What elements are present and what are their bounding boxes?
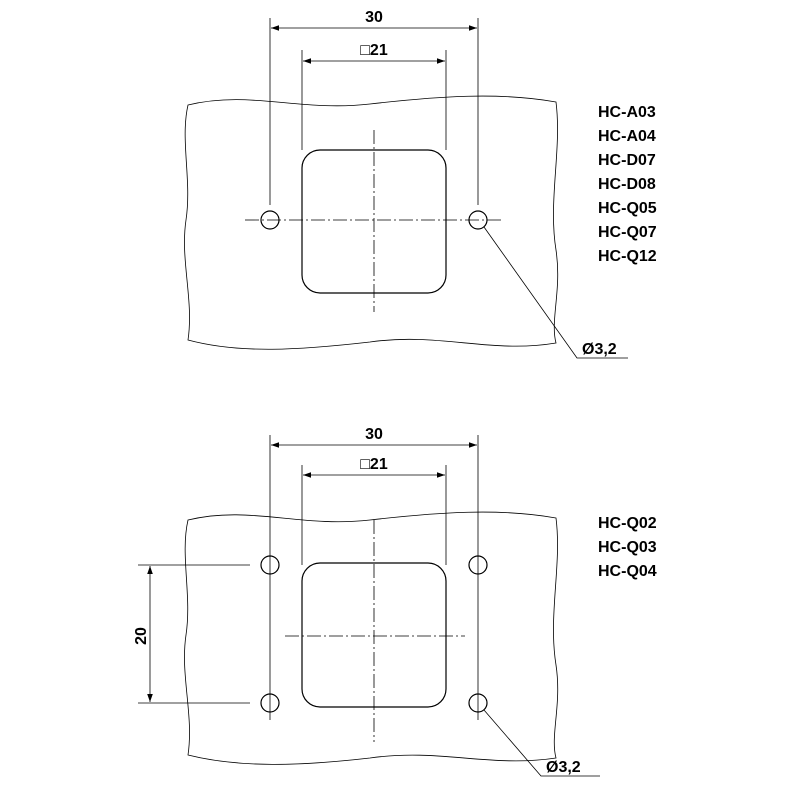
dim-square-label: □21 [360,42,388,59]
panel-outline [184,511,559,765]
model-label: HC-Q05 [598,200,657,217]
dim-square-label: □21 [360,456,388,473]
model-label: HC-Q03 [598,539,657,556]
dim-width-label: 30 [365,9,383,26]
model-label: HC-A03 [598,104,656,121]
model-label: HC-Q07 [598,224,657,241]
dim-height-label: 20 [133,627,150,645]
hole-leader [483,226,628,359]
model-list: HC-Q02 HC-Q03 HC-Q04 [598,515,657,580]
mounting-hole [468,555,488,575]
mounting-hole [468,210,488,230]
hole-leader [483,709,600,777]
mounting-hole [260,555,280,575]
dim-width-label: 30 [365,426,383,443]
model-label: HC-D08 [598,176,656,193]
model-label: HC-Q12 [598,248,657,265]
hole-diameter-label: Ø3,2 [546,759,581,776]
model-list: HC-A03 HC-A04 HC-D07 HC-D08 HC-Q05 HC-Q0… [598,104,657,265]
model-label: HC-A04 [598,128,656,145]
mounting-hole [468,693,488,713]
panel-outline [184,95,559,350]
hole-diameter-label: Ø3,2 [582,341,617,358]
mounting-hole [260,693,280,713]
top-drawing: 30 □21 Ø3,2 HC-A03 HC-A04 HC-D07 HC-D08 … [184,9,657,359]
bottom-drawing: 30 □21 20 Ø3,2 HC-Q02 HC-Q03 HC-Q04 [133,426,657,777]
model-label: HC-Q02 [598,515,657,532]
mounting-hole [260,210,280,230]
model-label: HC-D07 [598,152,656,169]
model-label: HC-Q04 [598,563,657,580]
